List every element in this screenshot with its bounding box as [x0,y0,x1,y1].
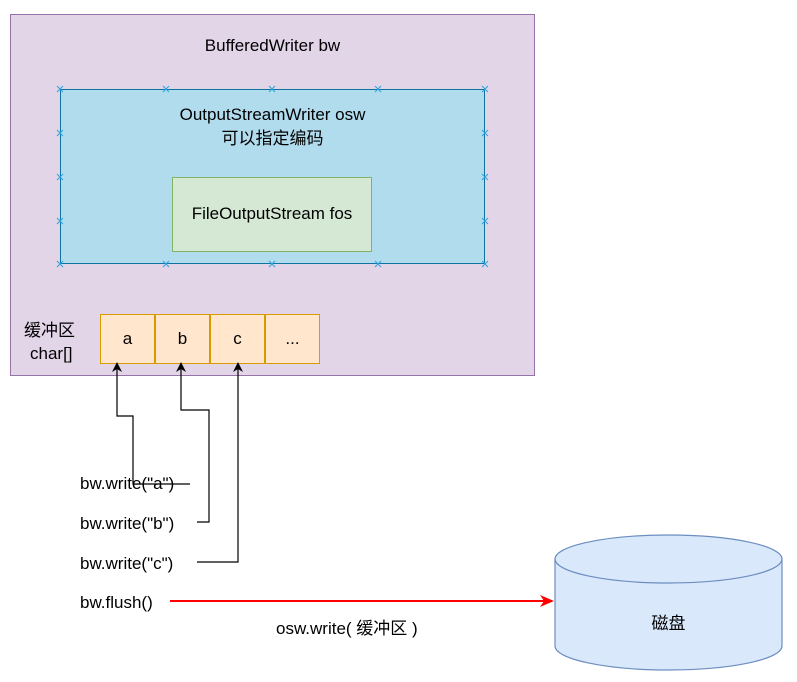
selection-handles [56,85,489,268]
buffer-label: 缓冲区 [24,321,75,340]
outputstreamwriter-title: OutputStreamWriter osw [179,105,366,124]
write-c-connector [197,362,243,563]
buffer-cell [210,314,265,364]
write-c-call: bw.write("c") [80,554,174,573]
buffer-cell [265,314,320,364]
buffer-cell-text: a [122,329,133,348]
buffer-cell [100,314,155,364]
flush-arrow-label: osw.write( 缓冲区 ) [276,619,418,638]
disk-cylinder [554,534,783,671]
buffer-type-label: char[] [30,344,73,363]
buffer-cell-text: ... [285,329,300,348]
buffer-cell-text: b [177,329,188,348]
buffer-cell-text: c [233,329,242,348]
disk-label: 磁盘 [651,614,686,633]
fileoutputstream-box [172,177,372,252]
write-a-call: bw.write("a") [80,474,175,493]
flush-call: bw.flush() [80,593,153,612]
write-b-call: bw.write("b") [80,514,175,533]
write-b-connector [176,362,210,523]
bufferedwriter-title: BufferedWriter bw [204,36,341,55]
fileoutputstream-title: FileOutputStream fos [191,204,353,223]
outputstreamwriter-subtitle: 可以指定编码 [221,129,324,148]
buffer-cell [155,314,210,364]
write-a-connector [112,362,190,485]
